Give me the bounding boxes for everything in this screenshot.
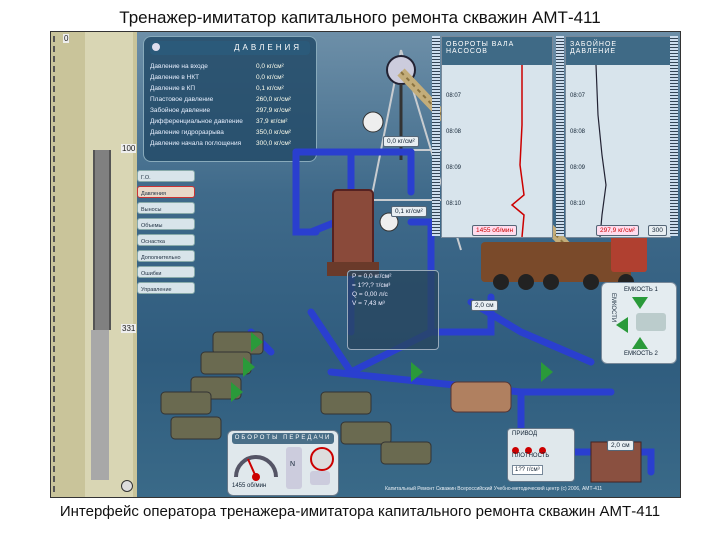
pressure-row-value: 297,9 кг/см²: [256, 107, 291, 114]
pump-chart-tick: 08:10: [446, 201, 462, 207]
tanks-panel: ЕМКОСТИ ЕМКОСТЬ 1 ЕМКОСТЬ 2: [601, 282, 677, 364]
gear-rpm-readout: 1455 об/мин: [232, 483, 267, 489]
menu-item-5[interactable]: Дополнительно: [137, 250, 195, 262]
pump-speed-trace: [510, 65, 525, 237]
pressure-row-label: Давление начала поглощения: [150, 140, 242, 147]
bottom-pressure-readout: 297,9 кг/см²: [596, 225, 639, 236]
menu-item-0[interactable]: Г.О.: [137, 170, 195, 182]
gear-shift-lever[interactable]: [286, 447, 302, 489]
pressure-row-value: 37,9 кг/см²: [256, 118, 288, 125]
gear-neutral-label: N: [290, 461, 296, 468]
tank-1-valve-icon[interactable]: [632, 297, 648, 309]
pump-chart-scale: [432, 36, 440, 236]
density-value: 1?? г/см³: [512, 465, 543, 475]
right-chart-scale: [670, 36, 678, 236]
bottom-chart-tick: 08:07: [570, 93, 586, 99]
pressure-row-label: Пластовое давление: [150, 96, 214, 103]
gear-red-button[interactable]: [310, 447, 334, 471]
tank-2-valve-icon[interactable]: [632, 337, 648, 349]
depth-tag-lower: 2,0 см: [607, 440, 634, 451]
operator-screen: 0 100 331 ДАВЛЕНИЯ Давление на входе 0,0 …: [50, 31, 681, 498]
bottom-chart-tick: 08:10: [570, 201, 586, 207]
pump-speed-chart-title: ОБОРОТЫ ВАЛА НАСОСОВ: [442, 37, 552, 65]
bottom-chart-tick: 08:08: [570, 129, 586, 135]
bottom-pressure-trace: [595, 65, 607, 237]
zoom-icon[interactable]: [121, 480, 133, 492]
drive-indicator-icon: [512, 447, 519, 454]
drive-indicator-icon: [538, 447, 546, 454]
tank-1-label: ЕМКОСТЬ 1: [624, 287, 658, 293]
menu-item-1[interactable]: Давления: [137, 186, 195, 198]
pressure-row-value: 0,0 кг/см²: [256, 74, 284, 81]
gear-toggle[interactable]: [310, 471, 330, 485]
depth-tick-mid: 100: [121, 144, 137, 153]
density-label: ПЛОТНОСТЬ: [512, 453, 550, 459]
pressure-row-value: 350,0 кг/см²: [256, 129, 291, 136]
gear-icon[interactable]: [152, 43, 160, 51]
pressure-row-label: Дифференциальное давление: [150, 118, 243, 125]
tank-switch-icon[interactable]: [636, 313, 666, 331]
pressure-panel-header: ДАВЛЕНИЯ: [150, 41, 310, 55]
slide-caption: Интерфейс оператора тренажера-имитатора …: [59, 503, 661, 520]
flow-readout: P = 0,0 кг/см² = 1??,? т/см³ Q = 0,00 л/с…: [347, 270, 439, 350]
menu-item-3[interactable]: Объемы: [137, 218, 195, 230]
status-line: Капитальный Ремонт Скважин Всероссийский…: [385, 486, 603, 492]
bottomhole-pressure-chart: ЗАБОЙНОЕ ДАВЛЕНИЕ 08:07 08:08 08:09 08:1…: [565, 36, 671, 238]
depth-tag: 2,0 см: [471, 300, 498, 311]
gear-panel-header: ОБОРОТЫ ПЕРЕДАЧИ: [232, 433, 334, 444]
pressure-row-label: Давление гидроразрыва: [150, 129, 224, 136]
rpm-gauge: [234, 455, 278, 481]
pump-speed-chart: ОБОРОТЫ ВАЛА НАСОСОВ 08:07 08:08 08:09 0…: [441, 36, 553, 238]
casing-lower: [91, 330, 109, 480]
readout-row: Q = 0,00 л/с: [352, 291, 388, 298]
depth-tick-low: 331: [121, 324, 137, 333]
pressure-row-value: 0,0 кг/см²: [256, 63, 284, 70]
drive-indicator-icon: [525, 447, 533, 454]
bottomhole-chart-title: ЗАБОЙНОЕ ДАВЛЕНИЕ: [566, 37, 670, 65]
pump-chart-tick: 08:09: [446, 165, 462, 171]
annulus-pressure-tag: 0,1 кг/см²: [391, 206, 427, 217]
readout-row: = 1??,? т/см³: [352, 282, 391, 289]
readout-row: P = 0,0 кг/см²: [352, 273, 392, 280]
pump-chart-tick: 08:08: [446, 129, 462, 135]
mud-panel: ПРИВОД ПЛОТНОСТЬ 1?? г/см³: [507, 428, 575, 482]
pressure-row-value: 260,0 кг/см²: [256, 96, 291, 103]
slide-title: Тренажер-имитатор капитального ремонта с…: [119, 8, 601, 27]
pump-speed-readout: 1455 об/мин: [472, 225, 518, 236]
pressure-row-label: Забойное давление: [150, 107, 211, 114]
depth-scale: [53, 36, 65, 492]
depth-tick-top: 0: [63, 34, 70, 43]
pump-chart-tick: 08:07: [446, 93, 462, 99]
pressure-row-label: Давление в НКТ: [150, 74, 200, 81]
tank-2-label: ЕМКОСТЬ 2: [624, 351, 658, 357]
well-column: 0 100 331: [51, 32, 137, 497]
pressure-row-value: 0,1 кг/см²: [256, 85, 284, 92]
bottom-chart-tick: 08:09: [570, 165, 586, 171]
tubing-string: [93, 150, 111, 330]
menu-item-2[interactable]: Выносы: [137, 202, 195, 214]
tanks-side-label: ЕМКОСТИ: [610, 293, 616, 323]
pressure-panel: ДАВЛЕНИЯ Давление на входе 0,0 кг/см² Давл…: [143, 36, 317, 162]
bottom-chart-scale: [556, 36, 564, 236]
tank-valve-left-icon[interactable]: [616, 317, 628, 333]
pressure-row-label: Давление в КП: [150, 85, 196, 92]
menu-item-4[interactable]: Оснастка: [137, 234, 195, 246]
bottom-chart-max: 300: [648, 225, 667, 236]
menu-item-6[interactable]: Ошибки: [137, 266, 195, 278]
wellhead-pressure-tag: 0,0 кг/см²: [383, 136, 419, 147]
readout-row: V = 7,43 м³: [352, 300, 385, 307]
pressure-row-value: 300,0 кг/см²: [256, 140, 291, 147]
drive-label: ПРИВОД: [512, 431, 538, 437]
pressure-row-label: Давление на входе: [150, 63, 208, 70]
menu-item-7[interactable]: Управление: [137, 282, 195, 294]
gear-panel: ОБОРОТЫ ПЕРЕДАЧИ 1455 об/мин N: [227, 430, 339, 496]
